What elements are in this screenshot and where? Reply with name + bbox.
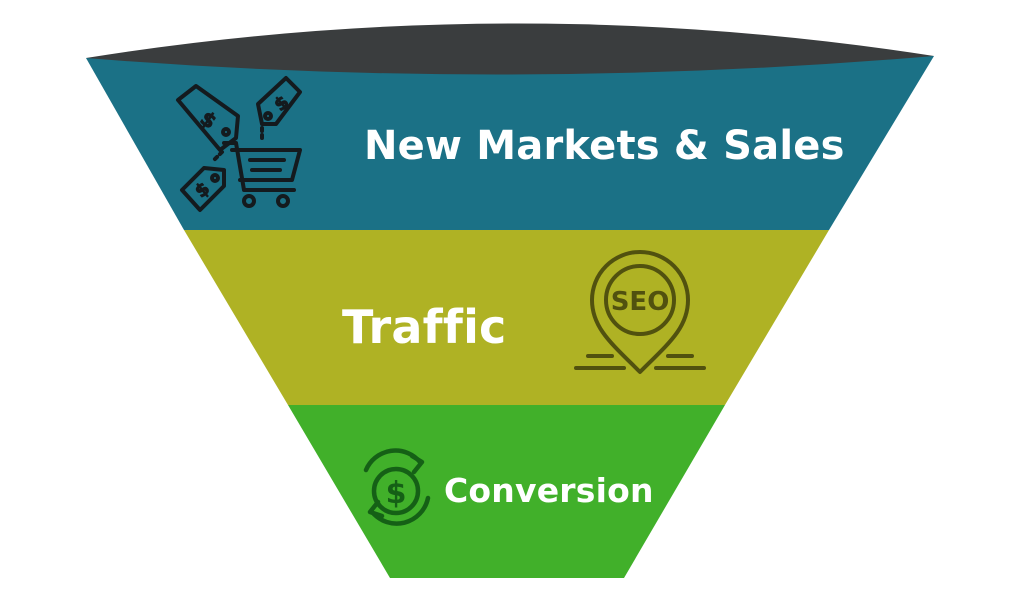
stage-label-traffic: Traffic — [342, 300, 507, 354]
funnel-stage-middle — [184, 230, 829, 405]
seo-icon-text: SEO — [611, 287, 670, 317]
shopping-cart-price-tags-icon: $ $ $ — [176, 76, 302, 212]
seo-location-pin-icon — [574, 250, 706, 374]
stage-label-new-markets-sales: New Markets & Sales — [364, 123, 845, 169]
funnel-stage-bottom — [288, 405, 725, 578]
dollar-cycle-icon — [363, 448, 431, 526]
funnel-rim — [86, 23, 934, 75]
funnel-stage-top — [86, 56, 934, 230]
stage-label-conversion: Conversion — [444, 471, 654, 510]
dollar-icon-glyph: $ — [386, 476, 407, 511]
